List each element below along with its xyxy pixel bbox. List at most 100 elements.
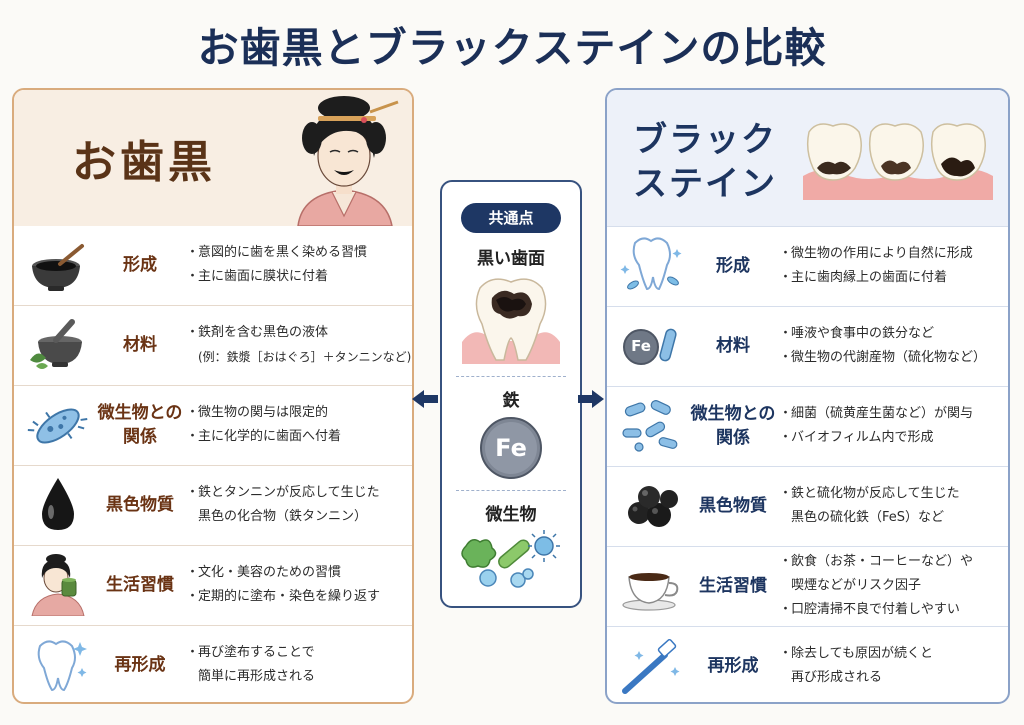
row-label: 材料 [123, 335, 157, 355]
tooth-sparkle-icon [37, 640, 87, 692]
row-bullets: ・鉄とタンニンが反応して生じた 黒色の化合物（鉄タンニン） [186, 481, 412, 529]
bullet-dot: ・ [779, 486, 793, 501]
ohaguro-row-lifestyle: 生活習慣 ・文化・美容のための習慣 ・定期的に塗布・染色を繰り返す [14, 545, 412, 625]
bacteria-cluster-icon [622, 400, 678, 452]
row-bullets: ・飲食（お茶・コーヒーなど）や 喫煙などがリスク因子 ・口腔清掃不良で付着しやす… [779, 550, 1005, 622]
row-bullets: ・鉄と硫化物が反応して生じた 黒色の硫化鉄（FeS）など [779, 482, 1005, 530]
ohaguro-panel: お歯黒 形成 [12, 88, 414, 704]
bullet-dot: ・ [186, 245, 200, 260]
row-bullets: ・微生物の関与は限定的 ・主に化学的に歯面へ付着 [186, 401, 412, 449]
bullet-dot: ・ [779, 602, 793, 617]
bullet-text: 飲食（お茶・コーヒーなど）や [791, 554, 974, 569]
common-points-badge: 共通点 [461, 203, 561, 233]
black-stain-panel: ブラック ステイン 形成 ・微生物の作用により自然に形成 ・主 [605, 88, 1010, 704]
ohaguro-title: お歯黒 [72, 137, 216, 188]
bullet-text: 簡単に再形成される [198, 669, 316, 684]
row-bullets: ・鉄剤を含む黒色の液体 (例：鉄漿［おはぐろ］＋タンニンなど) [186, 321, 412, 369]
black-stain-row-microbes: 微生物との関係 ・細菌（硫黄産生菌など）が関与 ・バイオフィルム内で形成 [607, 386, 1008, 466]
woman-drinking-icon [31, 554, 85, 616]
ohaguro-header: お歯黒 [14, 90, 412, 226]
row-label: 生活習慣 [106, 575, 174, 595]
bullet-text: 口腔清掃不良で付着しやすい [791, 602, 960, 617]
common-item-label: 黒い歯面 [477, 249, 545, 269]
ohaguro-row-black-substance: 黒色物質 ・鉄とタンニンが反応して生じた 黒色の化合物（鉄タンニン） [14, 465, 412, 545]
bullet-dot: ・ [186, 589, 200, 604]
black-stain-row-reformation: 再形成 ・除去しても原因が続くと 再び形成される [607, 626, 1008, 702]
microbe-icon [27, 408, 88, 444]
row-bullets: ・再び塗布することで 簡単に再形成される [186, 641, 412, 689]
black-stain-row-formation: 形成 ・微生物の作用により自然に形成 ・主に歯肉縁上の歯面に付着 [607, 226, 1008, 306]
bullet-line: ・鉄とタンニンが反応して生じた [186, 481, 412, 505]
row-label: 微生物との関係 [97, 403, 183, 447]
black-stain-row-lifestyle: 生活習慣 ・飲食（お茶・コーヒーなど）や 喫煙などがリスク因子 ・口腔清掃不良で… [607, 546, 1008, 626]
black-spheres-icon [628, 486, 678, 527]
bullet-line: ・主に歯面に膜状に付着 [186, 265, 412, 289]
black-drop-icon [42, 478, 74, 530]
geisha-portrait-icon [297, 96, 399, 226]
bullet-text: 意図的に歯を黒く染める習慣 [198, 245, 368, 260]
bullet-line: ・定期的に塗布・染色を繰り返す [186, 585, 412, 609]
bullet-dot: ・ [186, 645, 200, 660]
bullet-line: ・主に歯肉縁上の歯面に付着 [779, 266, 1005, 290]
bullet-line: ・意図的に歯を黒く染める習慣 [186, 241, 412, 265]
bullet-text: 黒色の化合物（鉄タンニン） [198, 509, 368, 524]
row-bullets: ・文化・美容のための習慣 ・定期的に塗布・染色を繰り返す [186, 561, 412, 609]
bullet-line: ・鉄と硫化物が反応して生じた [779, 482, 1005, 506]
bullet-text: 微生物の関与は限定的 [198, 405, 329, 420]
microbes-icon [461, 530, 560, 588]
mortar-icon [32, 244, 84, 291]
row-bullets: ・細菌（硫黄産生菌など）が関与 ・バイオフィルム内で形成 [779, 402, 1005, 450]
bullet-text: 鉄と硫化物が反応して生じた [791, 486, 960, 501]
common-item-label: 微生物 [485, 505, 537, 525]
bullet-text: 再び塗布することで [198, 645, 315, 660]
bullet-text: 除去しても原因が続くと [791, 646, 933, 661]
bullet-dot: ・ [186, 405, 200, 420]
row-label: 再形成 [114, 655, 166, 675]
separator [456, 490, 566, 491]
bullet-line: ・鉄剤を含む黒色の液体 [186, 321, 412, 345]
black-stain-row-material: Fe 材料 ・唾液や食事中の鉄分など ・微生物の代謝産物（硫化物など） [607, 306, 1008, 386]
common-item-label: 鉄 [502, 391, 520, 411]
stained-teeth-icon [803, 123, 993, 200]
tooth-bacteria-icon [620, 237, 682, 291]
bullet-dot: ・ [779, 406, 793, 421]
bullet-line: ・主に化学的に歯面へ付着 [186, 425, 412, 449]
bullet-text: バイオフィルム内で形成 [791, 430, 934, 445]
ohaguro-row-material: 材料 ・鉄剤を含む黒色の液体 (例：鉄漿［おはぐろ］＋タンニンなど) [14, 305, 412, 385]
bullet-text: 主に歯面に膜状に付着 [198, 269, 329, 284]
black-stained-tooth-icon [462, 278, 560, 364]
toothbrush-icon [622, 639, 680, 694]
row-bullets: ・意図的に歯を黒く染める習慣 ・主に歯面に膜状に付着 [186, 241, 412, 289]
black-stain-header: ブラック ステイン [607, 90, 1008, 226]
row-bullets: ・唾液や食事中の鉄分など ・微生物の代謝産物（硫化物など） [779, 322, 1005, 370]
row-label: 黒色物質 [106, 495, 174, 515]
bullet-dot: ・ [779, 350, 793, 365]
bullet-text: 鉄剤を含む黒色の液体 [198, 325, 329, 340]
bullet-line: 喫煙などがリスク因子 [779, 574, 1005, 598]
fe-symbol: Fe [495, 434, 527, 462]
ohaguro-row-formation: 形成 ・意図的に歯を黒く染める習慣 ・主に歯面に膜状に付着 [14, 226, 412, 305]
bullet-text: 細菌（硫黄産生菌など）が関与 [791, 406, 974, 421]
row-bullets: ・微生物の作用により自然に形成 ・主に歯肉縁上の歯面に付着 [779, 242, 1005, 290]
bullet-dot: ・ [779, 554, 793, 569]
iron-fe-icon [480, 417, 542, 479]
bullet-line: ・文化・美容のための習慣 [186, 561, 412, 585]
bullet-line: 簡単に再形成される [186, 665, 412, 689]
bullet-text: 唾液や食事中の鉄分など [791, 326, 935, 341]
bullet-text: 定期的に塗布・染色を繰り返す [198, 589, 381, 604]
ohaguro-rows: 形成 ・意図的に歯を黒く染める習慣 ・主に歯面に膜状に付着 材料 ・鉄剤を含む黒… [14, 226, 412, 702]
title-line: ステイン [633, 164, 777, 204]
bullet-line: ・細菌（硫黄産生菌など）が関与 [779, 402, 1005, 426]
bullet-dot: ・ [186, 429, 200, 444]
ohaguro-row-reformation: 再形成 ・再び塗布することで 簡単に再形成される [14, 625, 412, 702]
black-stain-row-black-substance: 黒色物質 ・鉄と硫化物が反応して生じた 黒色の硫化鉄（FeS）など [607, 466, 1008, 546]
bullet-dot: ・ [186, 565, 200, 580]
bullet-dot: ・ [779, 326, 793, 341]
arrow-left-icon [412, 390, 438, 408]
bullet-text: (例：鉄漿［おはぐろ］＋タンニンなど) [198, 350, 412, 364]
bullet-line: 再び形成される [779, 666, 1005, 690]
bullet-line: ・飲食（お茶・コーヒーなど）や [779, 550, 1005, 574]
bullet-text: 微生物の代謝産物（硫化物など） [791, 350, 987, 365]
row-label: 再形成 [707, 656, 759, 676]
bullet-text: 微生物の作用により自然に形成 [791, 246, 973, 261]
